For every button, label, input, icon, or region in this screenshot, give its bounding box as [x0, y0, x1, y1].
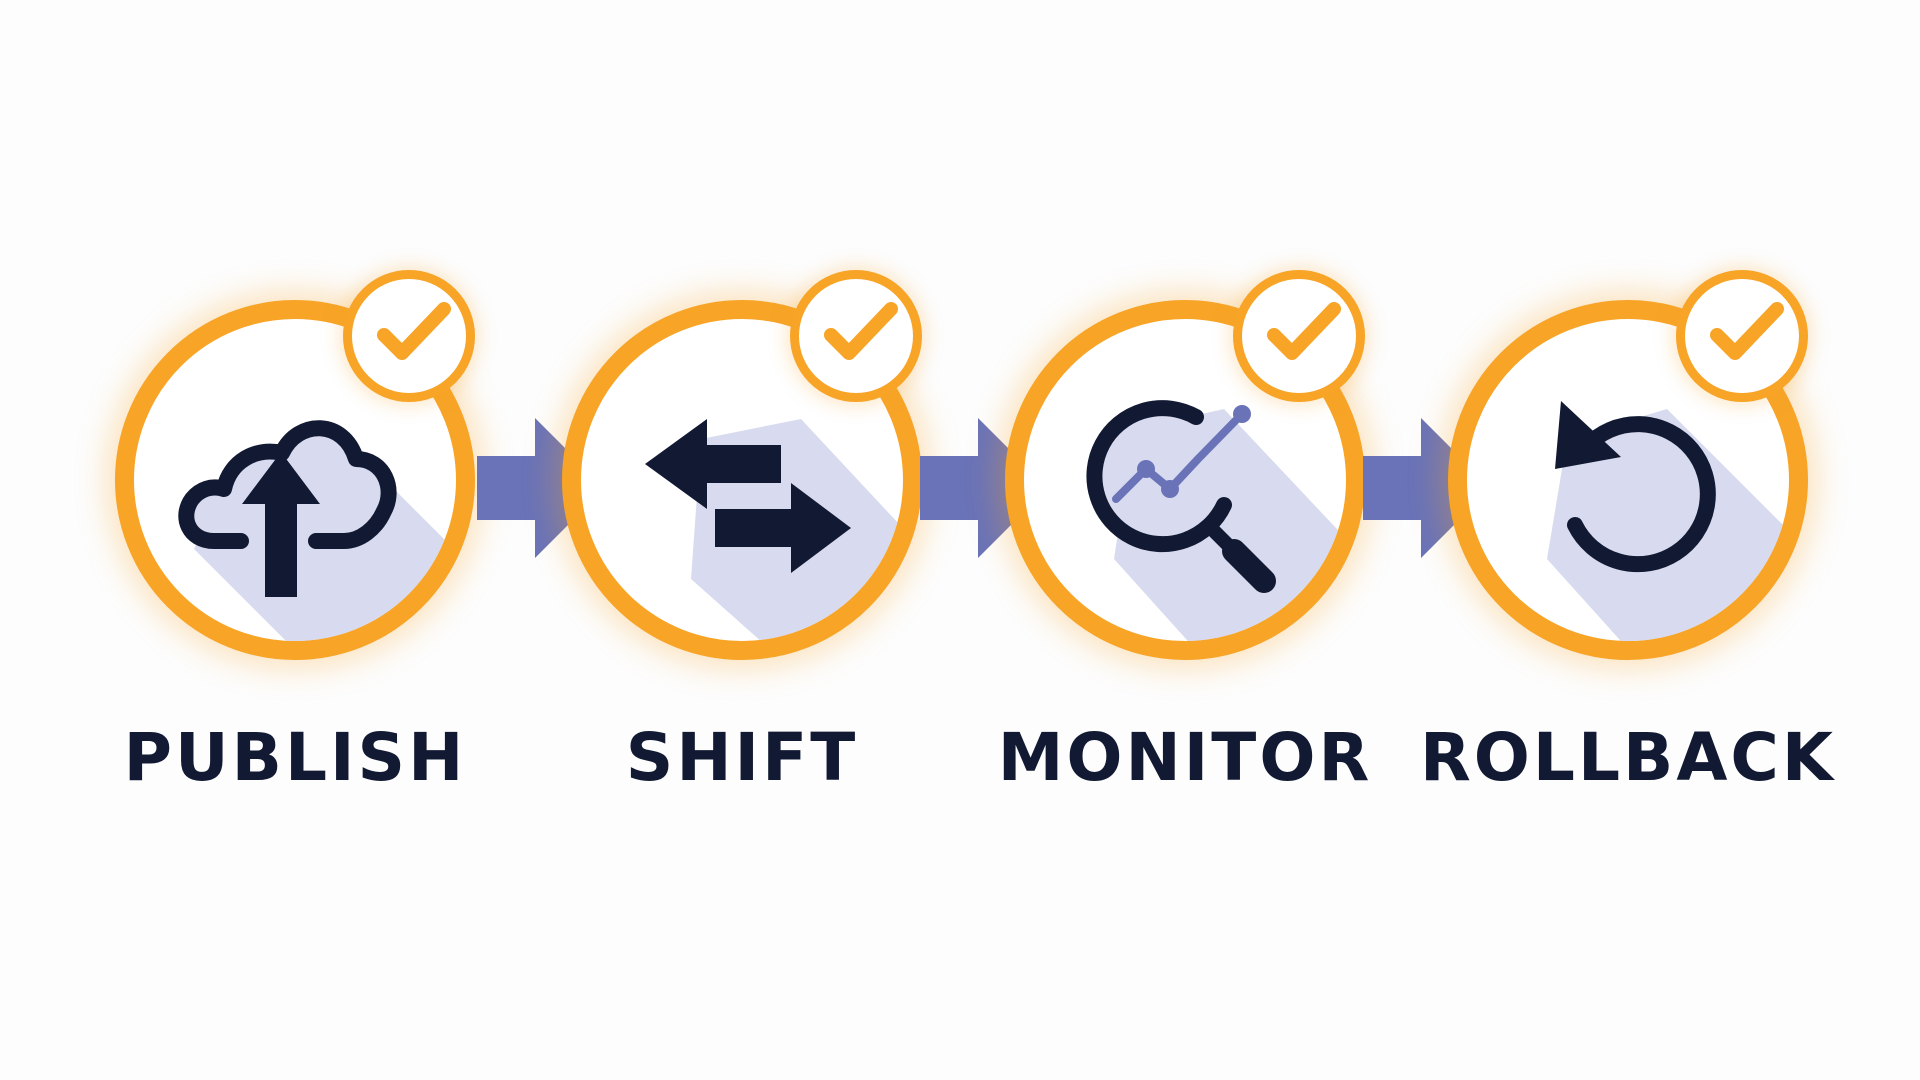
status-badge	[1233, 270, 1365, 402]
step-label-rollback: ROLLBACK	[1419, 719, 1836, 796]
step-shift	[562, 270, 922, 660]
status-badge	[343, 270, 475, 402]
status-badge	[1676, 270, 1808, 402]
step-label-monitor: MONITOR	[997, 719, 1373, 796]
rotate-ccw-icon	[1555, 401, 1716, 573]
status-badge	[790, 270, 922, 402]
arrow-right-icon	[920, 418, 1048, 558]
check-icon	[377, 302, 451, 360]
cloud-upload-icon	[178, 420, 397, 597]
swap-arrows-icon	[645, 419, 851, 573]
step-rollback	[1448, 270, 1808, 660]
check-icon	[1710, 302, 1784, 360]
check-icon	[824, 302, 898, 360]
arrow-right-icon	[477, 418, 605, 558]
arrow-right-icon	[1363, 418, 1491, 558]
step-label-shift: SHIFT	[625, 719, 859, 796]
step-label-publish: PUBLISH	[123, 719, 467, 796]
step-publish	[115, 270, 475, 660]
check-icon	[1267, 302, 1341, 360]
magnifier-chart-icon	[1086, 400, 1276, 593]
step-rollback-ring	[1448, 300, 1808, 660]
step-monitor	[1005, 270, 1365, 660]
